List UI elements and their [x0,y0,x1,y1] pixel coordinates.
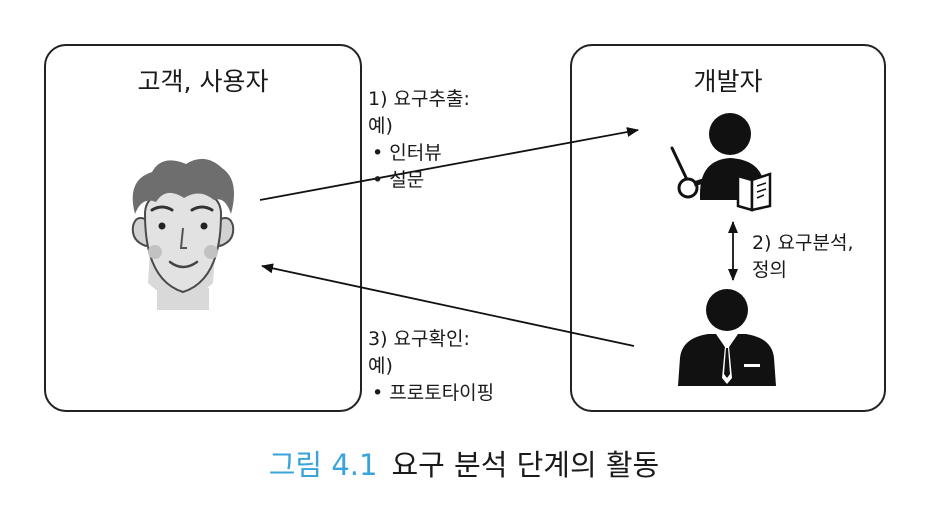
step-analyze-line1: 2) 요구분석, [752,232,854,254]
developer-title: 개발자 [693,67,763,96]
figure-caption: 그림 4.1 요구 분석 단계의 활동 [0,442,928,484]
step-extract-example: 예) [368,115,393,137]
step-verify-heading: 3) 요구확인: [368,328,470,350]
step-extract-label: 1) 요구추출: 예) 인터뷰 설문 [368,86,470,194]
step-verify-example: 예) [368,355,393,377]
figure-number: 그림 4.1 [268,448,378,482]
businessman-icon [678,289,776,386]
step-extract-item-interview: 인터뷰 [368,140,470,167]
step-extract-heading: 1) 요구추출: [368,88,470,110]
teacher-presenter-icon [670,113,772,212]
step-verify-item-prototyping: 프로토타이핑 [368,380,494,407]
customer-face-icon [131,158,235,310]
figure-caption-text: 요구 분석 단계의 활동 [391,448,660,482]
step-analyze-line2: 정의 [752,259,787,281]
step-extract-item-survey: 설문 [368,167,470,194]
arrow-verify-to-customer [261,263,635,347]
customer-user-title: 고객, 사용자 [137,67,269,96]
step-verify-label: 3) 요구확인: 예) 프로토타이핑 [368,326,494,407]
step-analyze-label: 2) 요구분석, 정의 [752,230,854,284]
